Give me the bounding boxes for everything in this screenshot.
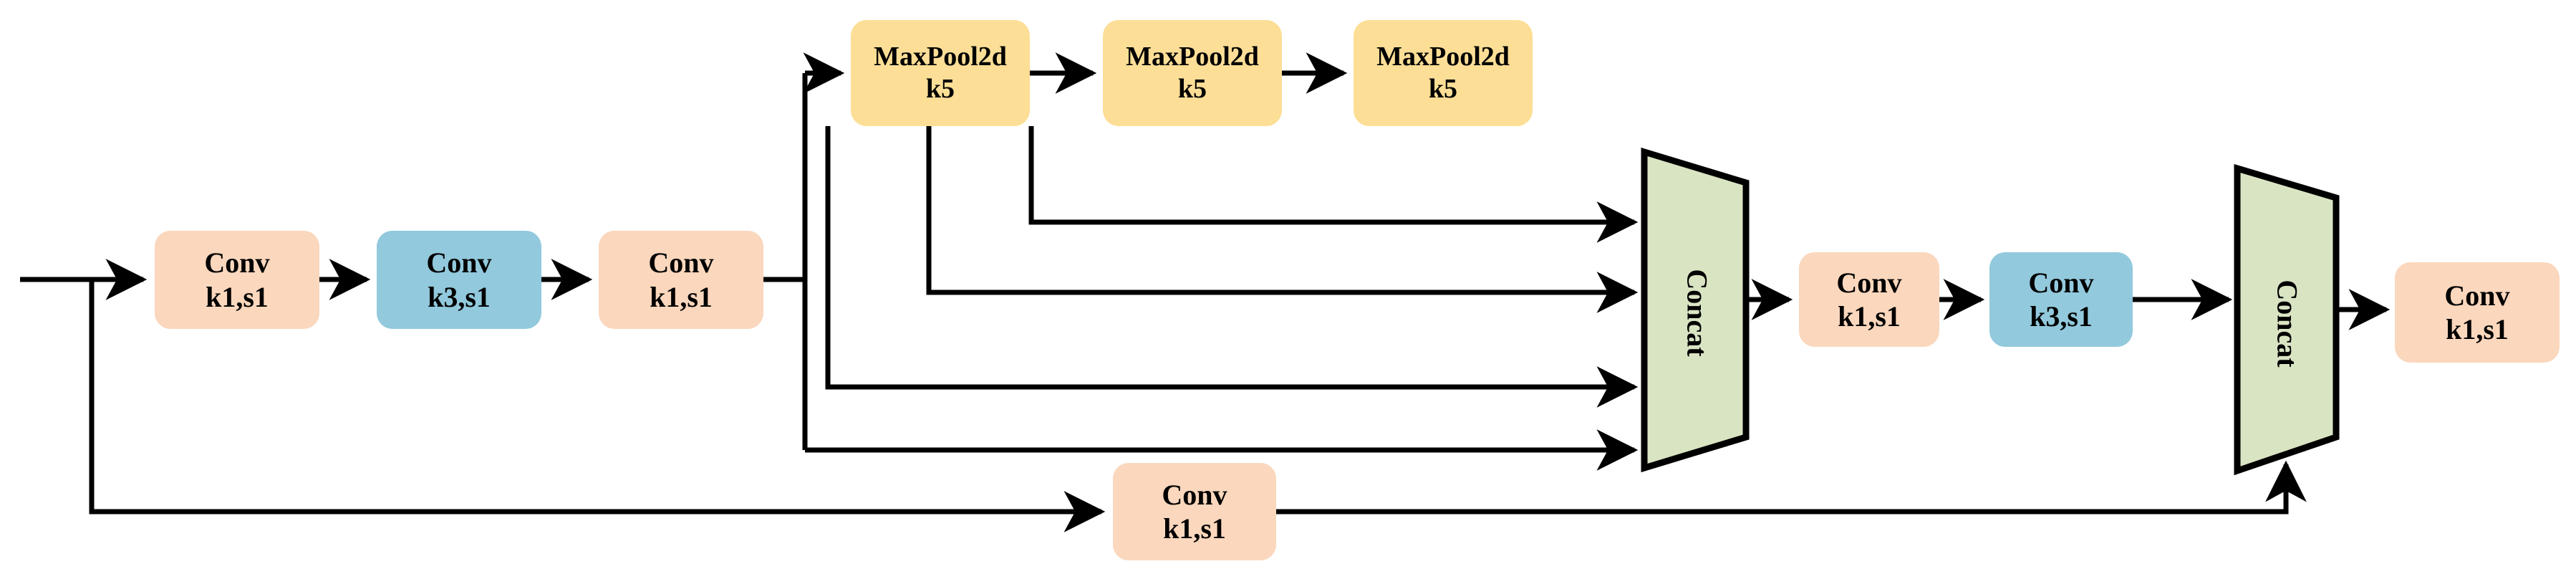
conv-node-6[interactable]: Conv k1,s1 xyxy=(2395,262,2560,363)
conv-node-1-line1: Conv xyxy=(204,247,270,279)
conv-node-5-line2: k3,s1 xyxy=(2030,300,2093,332)
conv-node-5-line1: Conv xyxy=(2028,266,2094,299)
conv-node-bypass[interactable]: Conv k1,s1 xyxy=(1113,463,1276,560)
maxpool-node-3-line2: k5 xyxy=(1428,74,1458,104)
concat-node-1-label: Concat xyxy=(1681,269,1714,357)
maxpool-node-2-line2: k5 xyxy=(1177,74,1207,104)
conv-node-2[interactable]: Conv k3,s1 xyxy=(377,231,541,329)
edge-pool2-concat1 xyxy=(926,126,1639,313)
maxpool-node-1[interactable]: MaxPool2d k5 xyxy=(851,20,1030,126)
concat-node-2-label: Concat xyxy=(2271,279,2304,368)
concat-node-2[interactable] xyxy=(2234,163,2340,476)
edge-bypass-concat2 xyxy=(1276,460,2307,515)
conv-node-4-line2: k1,s1 xyxy=(1838,300,1901,332)
maxpool-node-3-line1: MaxPool2d xyxy=(1376,42,1510,72)
edge-pool3-concat1 xyxy=(1028,126,1639,243)
conv-node-4-line1: Conv xyxy=(1836,266,1902,299)
maxpool-node-2[interactable]: MaxPool2d k5 xyxy=(1103,20,1282,126)
concat-shapes xyxy=(1641,147,2340,476)
conv-node-4[interactable]: Conv k1,s1 xyxy=(1799,252,1939,347)
conv-node-6-line2: k1,s1 xyxy=(2446,313,2509,345)
conv-node-3-line1: Conv xyxy=(648,247,714,279)
conv-node-bypass-line1: Conv xyxy=(1162,478,1227,511)
maxpool-node-1-line2: k5 xyxy=(925,74,955,104)
conv-node-2-line1: Conv xyxy=(426,247,492,279)
maxpool-node-1-line1: MaxPool2d xyxy=(874,42,1007,72)
edge-input-bypass-drop xyxy=(89,279,1106,532)
conv-node-1-line2: k1,s1 xyxy=(206,280,269,313)
conv-node-3-line2: k1,s1 xyxy=(650,280,713,313)
maxpool-node-3[interactable]: MaxPool2d k5 xyxy=(1354,20,1533,126)
conv-node-2-line2: k3,s1 xyxy=(428,280,491,313)
concat-node-1[interactable] xyxy=(1641,147,1750,473)
conv-node-bypass-line2: k1,s1 xyxy=(1163,512,1226,545)
conv-node-3[interactable]: Conv k1,s1 xyxy=(599,231,763,329)
edge-pool1-concat1 xyxy=(825,126,1639,408)
conv-node-1[interactable]: Conv k1,s1 xyxy=(155,231,319,329)
conv-node-6-line1: Conv xyxy=(2444,279,2510,312)
maxpool-node-2-line1: MaxPool2d xyxy=(1126,42,1259,72)
conv-node-5[interactable]: Conv k3,s1 xyxy=(1989,252,2133,347)
